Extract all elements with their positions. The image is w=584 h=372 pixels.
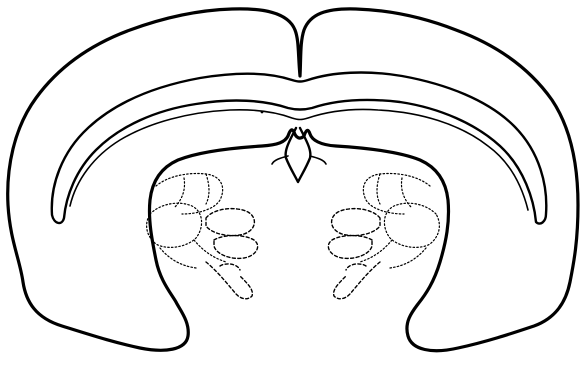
right-internal-capsule [328, 209, 380, 299]
right-thalamic-nuclei [360, 174, 439, 269]
corpus-callosum-line [70, 109, 528, 210]
outer-cortex-outline [8, 9, 578, 351]
left-thalamic-nuclei [147, 174, 226, 269]
left-internal-capsule [206, 209, 258, 299]
midline-notch-inner [272, 156, 326, 164]
inner-cortex-boundary [52, 73, 547, 224]
speck-mark [261, 111, 264, 114]
